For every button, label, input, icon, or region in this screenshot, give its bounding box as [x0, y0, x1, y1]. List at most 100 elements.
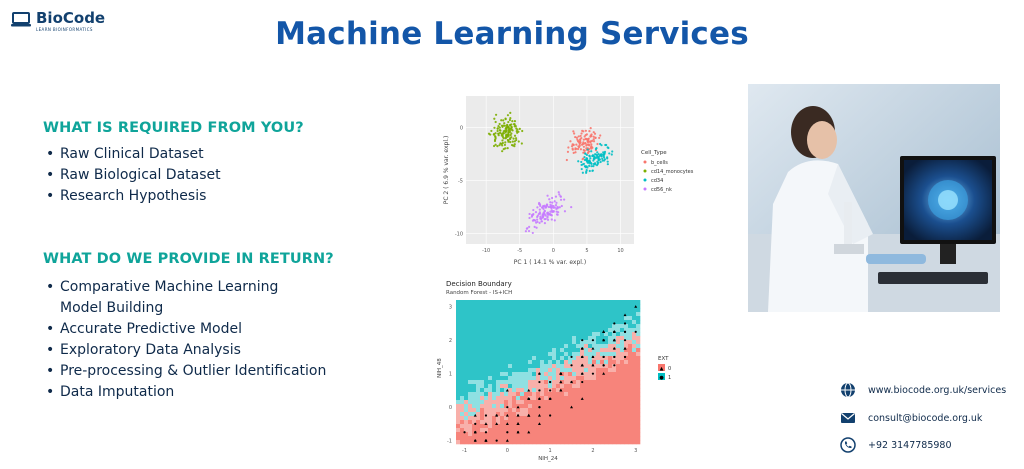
pca-xtick-label: 0 [552, 248, 555, 254]
db-region-cell [552, 316, 557, 321]
pca-point [553, 219, 556, 222]
db-region-cell [620, 384, 625, 389]
db-region-cell [608, 440, 613, 445]
db-region-cell [556, 372, 561, 377]
phone-contact[interactable]: +92 3147785980 [840, 437, 952, 453]
db-region-cell [516, 364, 521, 369]
db-region-cell [532, 348, 537, 353]
pca-point [570, 206, 573, 209]
mail-icon [841, 413, 855, 423]
db-region-cell [512, 300, 517, 305]
db-region-cell [564, 304, 569, 309]
pca-point [575, 136, 578, 139]
db-region-cell [520, 380, 525, 385]
pca-point [584, 152, 587, 155]
db-region-cell [496, 312, 501, 317]
db-region-cell [540, 396, 545, 401]
db-region-cell [460, 424, 465, 429]
phone-number[interactable]: +92 3147785980 [868, 439, 952, 451]
db-region-cell [488, 332, 493, 337]
db-region-cell [552, 428, 557, 433]
db-region-cell [584, 404, 589, 409]
db-region-cell [500, 308, 505, 313]
db-region-cell [544, 412, 549, 417]
pca-point [494, 120, 497, 124]
website-link[interactable]: www.biocode.org.uk/services [868, 384, 1007, 396]
db-region-cell [504, 328, 509, 333]
db-region-cell [560, 432, 565, 437]
pca-point [504, 137, 507, 140]
db-region-cell [588, 396, 593, 401]
pca-point [575, 143, 578, 146]
db-region-cell [460, 356, 465, 361]
db-region-cell [572, 364, 577, 369]
db-region-cell [492, 412, 497, 417]
db-point-circle [463, 431, 466, 434]
pca-point [498, 129, 502, 132]
db-region-cell [632, 400, 637, 405]
pca-point [574, 135, 577, 139]
db-point-triangle [495, 413, 499, 417]
db-region-cell [608, 428, 613, 433]
db-region-cell [616, 424, 621, 429]
db-region-cell [556, 352, 561, 357]
db-region-cell [636, 396, 641, 401]
db-region-cell [568, 424, 573, 429]
pca-point [521, 129, 524, 133]
db-region-cell [600, 404, 605, 409]
db-region-cell [464, 372, 469, 377]
pca-point [502, 124, 505, 127]
pca-point [547, 205, 550, 209]
db-region-cell [464, 360, 469, 365]
db-region-cell [512, 344, 517, 349]
db-region-cell [540, 380, 545, 385]
db-region-cell [584, 320, 589, 325]
db-region-cell [576, 308, 581, 313]
db-region-cell [632, 380, 637, 385]
db-region-cell [464, 340, 469, 345]
db-region-cell [604, 368, 609, 373]
db-region-cell [480, 340, 485, 345]
email-contact[interactable]: consult@biocode.org.uk [840, 410, 982, 426]
pca-plot-panel [466, 96, 634, 244]
db-region-cell [564, 312, 569, 317]
pca-point [548, 212, 552, 216]
db-region-cell [540, 372, 545, 377]
db-region-cell [528, 340, 533, 345]
db-region-cell [600, 324, 605, 329]
db-region-cell [620, 320, 625, 325]
db-region-cell [592, 336, 597, 341]
pca-point [509, 111, 512, 114]
db-region-cell [572, 356, 577, 361]
db-region-cell [512, 388, 517, 393]
db-region-cell [512, 340, 517, 345]
db-region-cell [548, 320, 553, 325]
db-point-triangle [623, 346, 627, 350]
pca-point [549, 210, 552, 213]
db-region-cell [540, 324, 545, 329]
db-region-cell [616, 320, 621, 325]
db-region-cell [512, 328, 517, 333]
db-region-cell [468, 404, 473, 409]
db-region-cell [524, 364, 529, 369]
db-region-cell [492, 372, 497, 377]
db-region-cell [536, 420, 541, 425]
db-region-cell [548, 368, 553, 373]
db-region-cell [532, 388, 537, 393]
pca-point [602, 153, 605, 157]
website-contact[interactable]: www.biocode.org.uk/services [840, 382, 1006, 398]
email-link[interactable]: consult@biocode.org.uk [868, 412, 983, 424]
db-region-cell [608, 332, 613, 337]
db-region-cell [608, 380, 613, 385]
pca-point [509, 116, 512, 120]
db-region-cell [476, 340, 481, 345]
db-region-cell [532, 420, 537, 425]
db-region-cell [588, 300, 593, 305]
db-region-cell [504, 368, 509, 373]
db-region-cell [500, 300, 505, 305]
db-region-cell [504, 396, 509, 401]
pca-point [557, 206, 560, 209]
db-region-cell [508, 376, 513, 381]
db-region-cell [548, 336, 553, 341]
pca-point [569, 140, 572, 143]
